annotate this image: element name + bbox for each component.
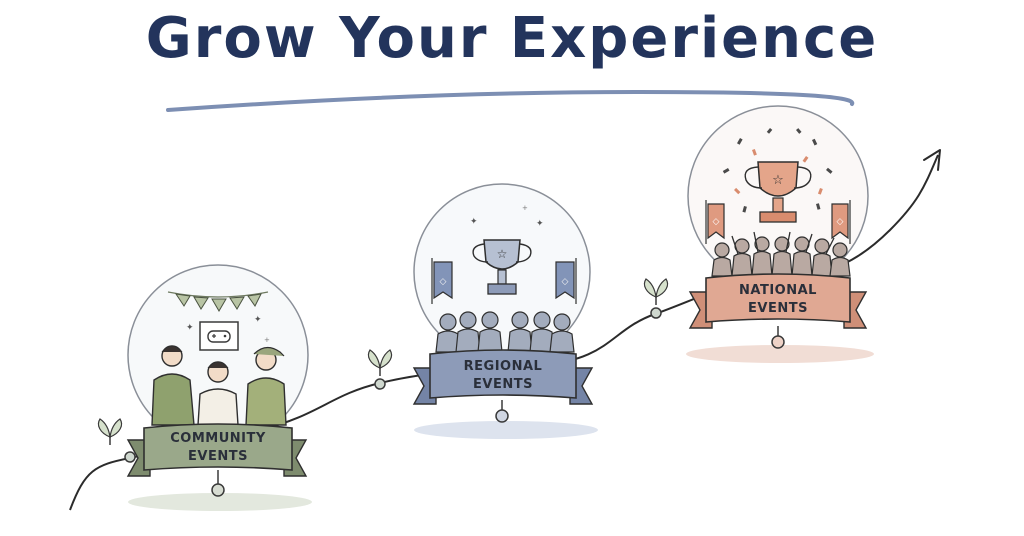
path-node [124,451,136,463]
path-node [650,307,662,319]
banner-regional-line2: EVENTS [473,377,533,392]
banner-national-fill [705,273,851,323]
banner-community: COMMUNITY EVENTS [126,423,308,477]
svg-text:✦: ✦ [470,217,478,227]
arrow-head-icon [923,149,941,171]
stand-node [771,335,785,349]
svg-text:◇: ◇ [713,217,720,227]
svg-text:☆: ☆ [497,247,508,261]
confetti-color [734,148,823,195]
svg-text:◇: ◇ [440,277,447,287]
stage-national: ☆ ◇ ◇ [686,105,874,363]
crowd-group [711,236,851,277]
svg-text:✦: ✦ [536,219,544,229]
banner-community-line1: COMMUNITY [170,431,266,446]
stage-regional: ☆ ◇ ◇ ✦ ✦ + REGIONAL [412,183,598,439]
globe-shadow [686,345,874,363]
banner-regional-line1: REGIONAL [464,359,543,374]
flag-icon: ◇ [431,258,453,304]
banner-community-fill [143,423,293,471]
svg-text:◇: ◇ [837,217,844,227]
path-node [374,378,386,390]
sprout-icon [367,349,393,376]
stand-node [495,409,509,423]
banner-regional: REGIONAL EVENTS [412,349,594,405]
people-group [151,345,287,426]
crowd-group [435,311,575,353]
svg-text:☆: ☆ [772,173,784,188]
svg-text:+: + [264,336,270,344]
title-underline [166,89,855,112]
svg-text:✦: ✦ [186,323,194,333]
svg-text:✦: ✦ [254,315,262,325]
page-title: Grow Your Experience [145,6,879,71]
stage-community: ✦ ✦ + COMMUNITY EVENTS [126,264,312,511]
gamepad-icon [199,321,239,351]
bunting-icon [167,291,269,312]
globe-shadow [414,421,598,439]
confetti [722,128,833,213]
stand-node [211,483,225,497]
sprout-icon [97,418,123,445]
flag-icon: ◇ [555,258,577,304]
flag-icon: ◇ [705,200,725,244]
trophy-icon: ☆ [744,161,812,223]
banner-community-line2: EVENTS [188,449,248,464]
banner-national: NATIONAL EVENTS [688,273,868,329]
banner-national-line2: EVENTS [748,301,808,316]
svg-text:◇: ◇ [562,277,569,287]
sprout-icon [643,278,669,305]
flag-icon: ◇ [831,200,851,244]
svg-text:+: + [522,204,528,212]
banner-national-line1: NATIONAL [739,283,817,298]
raised-arms [731,231,835,255]
trophy-icon: ☆ [472,239,532,295]
banner-regional-fill [429,349,577,399]
globe-shadow [128,493,312,511]
